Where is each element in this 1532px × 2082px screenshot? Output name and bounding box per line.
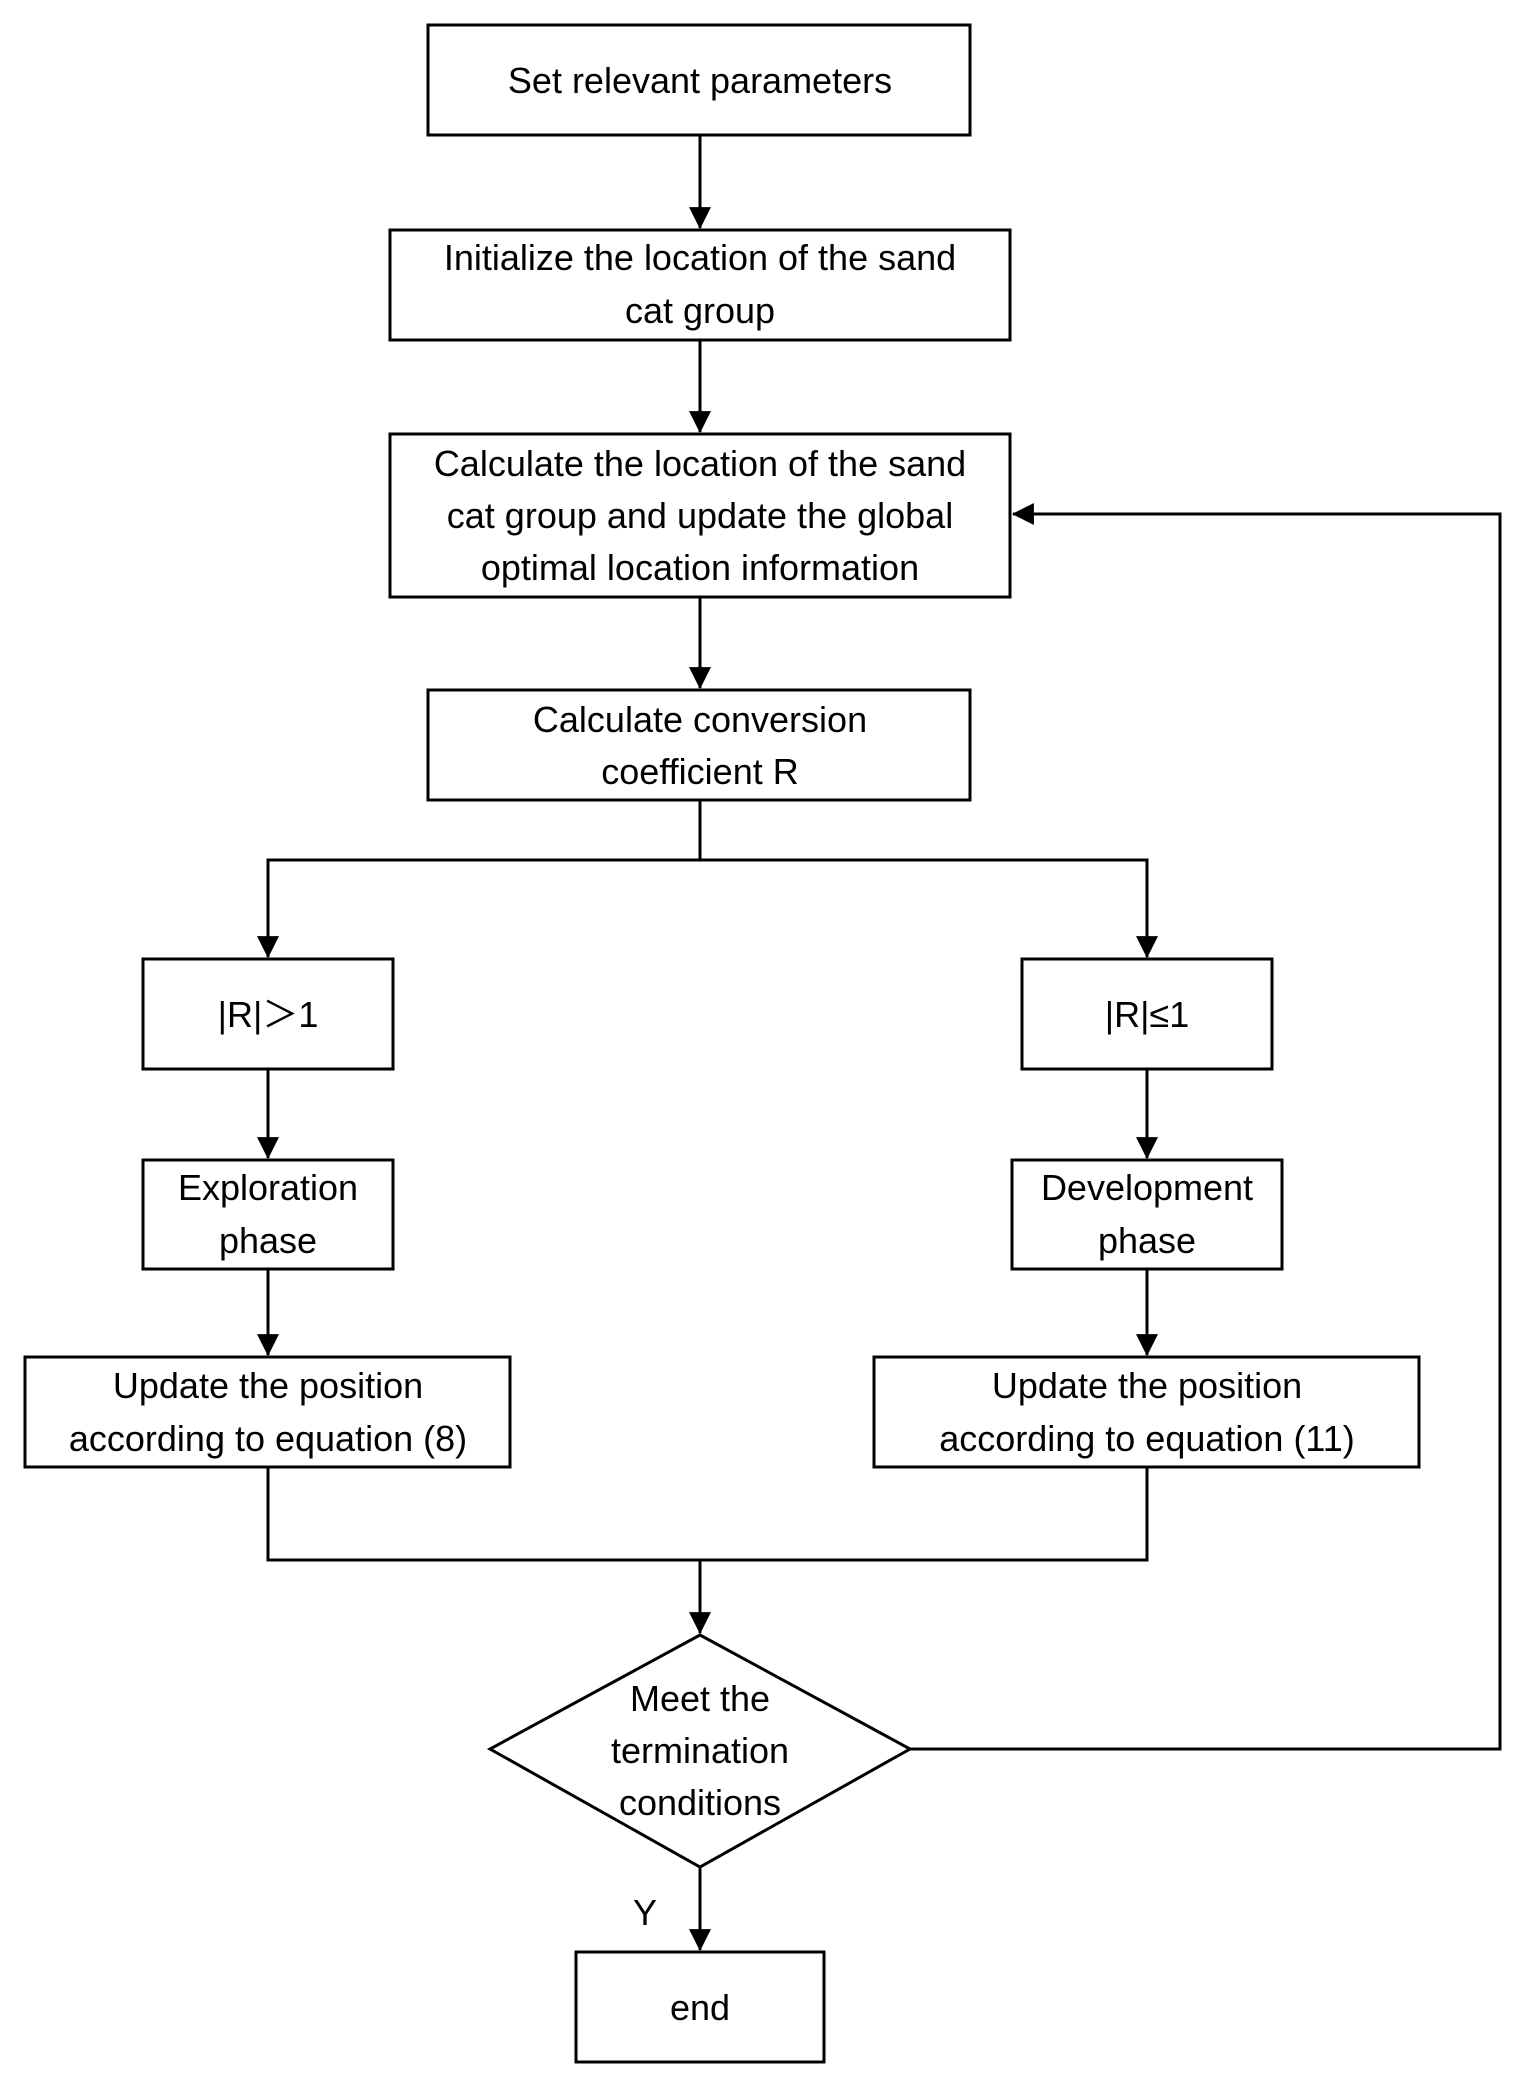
node-end: end: [574, 1950, 826, 2064]
node-calc-r: Calculate conversion coefficient R: [426, 688, 972, 802]
node-text-line: coefficient R: [601, 751, 798, 792]
node-text-line: Update the position: [113, 1365, 423, 1406]
node-text-line: cat group and update the global: [447, 495, 953, 536]
node-text-line: optimal location information: [481, 547, 919, 588]
node-text-line: termination: [611, 1730, 789, 1771]
node-text-line: |R|＞1: [218, 994, 319, 1035]
node-text-line: phase: [219, 1220, 317, 1261]
node-text-line: Calculate the location of the sand: [434, 443, 966, 484]
edge-label-yes: Y: [633, 1892, 657, 1933]
node-text-line: end: [670, 1987, 730, 2028]
edge-termination-loop-back: [910, 503, 1502, 1751]
node-text-line: according to equation (11): [939, 1418, 1355, 1459]
node-text-line: |R|≤1: [1105, 994, 1189, 1035]
edge-eq8-to-merge: [266, 1467, 700, 1562]
edge-eq11-to-merge: [700, 1467, 1149, 1562]
node-text-line: Update the position: [992, 1365, 1302, 1406]
node-text-line: Exploration: [178, 1167, 358, 1208]
node-r-greater: |R|＞1: [141, 957, 395, 1071]
node-text-line: Calculate conversion: [533, 699, 867, 740]
edge-split-to-r-less-equal: [700, 858, 1158, 959]
node-update-eq8: Update the position according to equatio…: [23, 1355, 512, 1469]
node-text-line: according to equation (8): [69, 1418, 467, 1459]
node-development: Development phase: [1010, 1158, 1284, 1271]
node-termination-decision: Meet the termination conditions: [486, 1633, 914, 1869]
node-text-line: Development: [1041, 1167, 1253, 1208]
node-update-eq11: Update the position according to equatio…: [872, 1355, 1421, 1469]
node-calc-location: Calculate the location of the sand cat g…: [388, 432, 1012, 599]
node-text-line: phase: [1098, 1220, 1196, 1261]
node-set-params: Set relevant parameters: [426, 23, 972, 137]
node-text-line: Meet the: [630, 1678, 770, 1719]
edges: [257, 135, 1502, 1952]
node-text-line: cat group: [625, 290, 775, 331]
edge-split-to-r-greater: [257, 858, 700, 959]
node-text-line: conditions: [619, 1782, 781, 1823]
node-text-line: Set relevant parameters: [508, 60, 892, 101]
node-exploration: Exploration phase: [141, 1158, 395, 1271]
node-r-less-equal: |R|≤1: [1020, 957, 1274, 1071]
node-text-line: Initialize the location of the sand: [444, 237, 956, 278]
node-init-location: Initialize the location of the sand cat …: [388, 228, 1012, 342]
